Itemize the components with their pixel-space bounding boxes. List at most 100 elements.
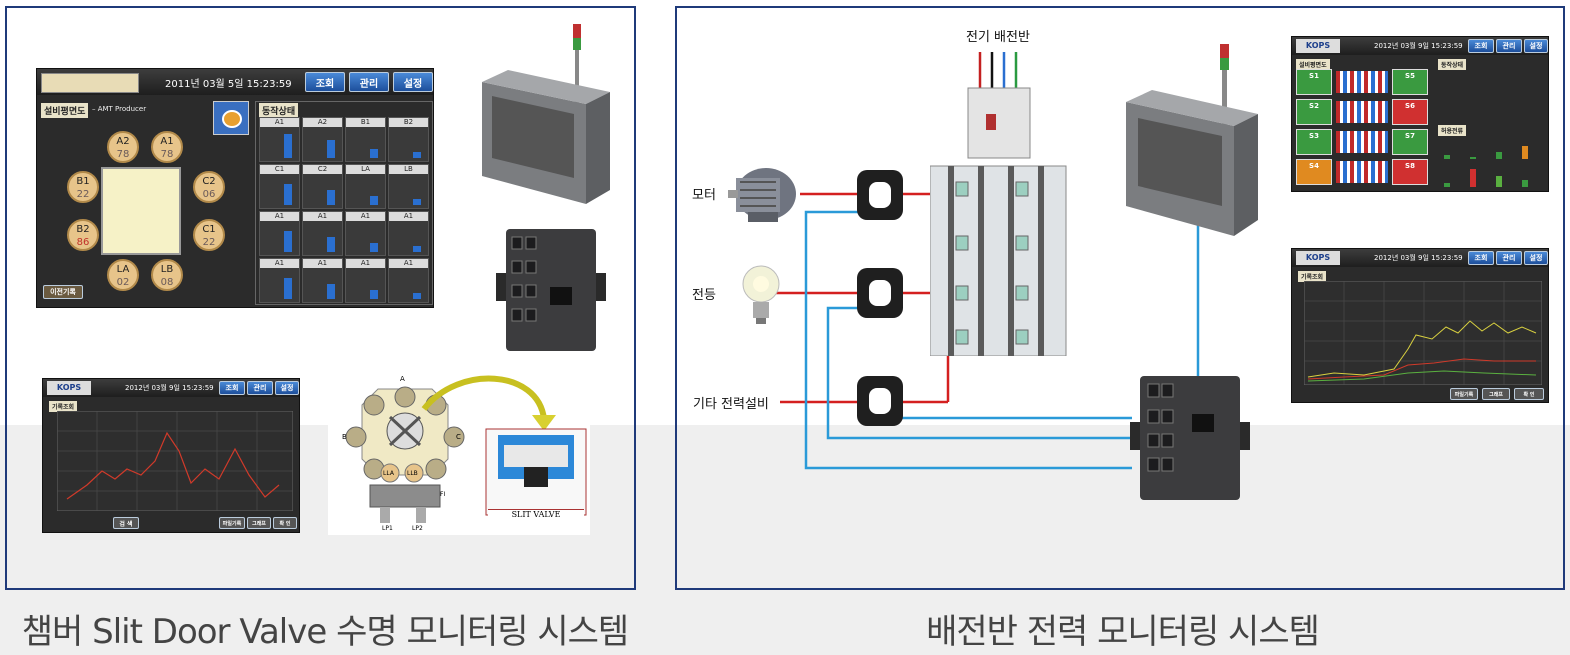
status-level-bar bbox=[284, 231, 292, 252]
file-record-button[interactable]: 파일기록 bbox=[219, 517, 245, 529]
motor-icon bbox=[728, 160, 800, 226]
chamber-name: C1 bbox=[202, 224, 216, 235]
ct-sensor-3 bbox=[857, 376, 903, 426]
history-series bbox=[66, 431, 280, 500]
file-record-button[interactable]: 파일기록 bbox=[1450, 388, 1478, 400]
status-level-bar bbox=[413, 246, 421, 252]
valve-diagram: A B C LLA LLB FI LP1 LP2 SLIT VALVE bbox=[328, 375, 590, 535]
manage-button[interactable]: 관리 bbox=[349, 72, 389, 92]
slot-s1[interactable]: S1 bbox=[1296, 69, 1332, 95]
settings-button[interactable]: 설정 bbox=[1524, 39, 1548, 53]
status-level-bar bbox=[370, 243, 378, 252]
chamber-count: 78 bbox=[160, 149, 174, 160]
query-button[interactable]: 조회 bbox=[219, 381, 245, 395]
settings-button[interactable]: 설정 bbox=[1524, 251, 1548, 265]
breaker-panel-image bbox=[929, 86, 1070, 357]
producer-label: – AMT Producer bbox=[92, 105, 147, 113]
ct-sensor-2 bbox=[857, 268, 903, 318]
status-title: 동작상태 bbox=[1438, 59, 1467, 70]
slot-s4[interactable]: S4 bbox=[1296, 159, 1332, 185]
valve-label-c: C bbox=[456, 433, 461, 441]
slot-s3[interactable]: S3 bbox=[1296, 129, 1332, 155]
current-level-bar bbox=[1522, 146, 1528, 159]
load-label-motor: 모터 bbox=[692, 188, 716, 203]
chamber-count: 86 bbox=[76, 237, 90, 248]
status-cell: A1 bbox=[302, 258, 343, 303]
chamber-name: A1 bbox=[160, 136, 174, 147]
status-cell-label: A1 bbox=[260, 118, 299, 127]
chamber-map bbox=[101, 167, 181, 255]
ct-sensor-1 bbox=[857, 170, 903, 220]
valve-label-lla: LLA bbox=[383, 470, 394, 477]
slot-s6[interactable]: S6 bbox=[1392, 99, 1428, 125]
status-cell: A1 bbox=[302, 211, 343, 256]
current-level-bar bbox=[1496, 152, 1502, 159]
search-button[interactable]: 검 색 bbox=[113, 517, 139, 529]
load-label-other: 기타 전력설비 bbox=[693, 397, 769, 412]
bus-diagram bbox=[1336, 131, 1388, 153]
current-title: 허용전류 bbox=[1438, 125, 1467, 136]
manage-button[interactable]: 관리 bbox=[1496, 39, 1522, 53]
history-tab[interactable]: 기록조회 bbox=[1298, 271, 1327, 282]
status-cell: A1 bbox=[345, 211, 386, 256]
slot-s7[interactable]: S7 bbox=[1392, 129, 1428, 155]
confirm-button[interactable]: 확 인 bbox=[273, 517, 297, 529]
valve-label-lp1: LP1 bbox=[382, 525, 393, 532]
chamber-name: B2 bbox=[76, 224, 90, 235]
layout-title: 설비평면도 bbox=[41, 103, 89, 118]
status-cell: A1 bbox=[388, 258, 429, 303]
slot-s8[interactable]: S8 bbox=[1392, 159, 1428, 185]
status-cell: A2 bbox=[302, 117, 343, 162]
current-level-bar bbox=[1444, 155, 1450, 159]
status-title: 동작상태 bbox=[259, 103, 299, 118]
status-cell: LB bbox=[388, 164, 429, 209]
right-panel bbox=[675, 6, 1565, 590]
query-button[interactable]: 조회 bbox=[305, 72, 345, 92]
query-button[interactable]: 조회 bbox=[1468, 251, 1494, 265]
status-cell-label: A1 bbox=[303, 212, 342, 221]
status-cell-label: B1 bbox=[346, 118, 385, 127]
history-button[interactable]: 이전기록 bbox=[43, 285, 83, 299]
history-tab[interactable]: 기록조회 bbox=[49, 401, 78, 412]
manage-button[interactable]: 관리 bbox=[1496, 251, 1522, 265]
left-caption: 챔버 Slit Door Valve 수명 모니터링 시스템 bbox=[21, 612, 629, 652]
slot-s2[interactable]: S2 bbox=[1296, 99, 1332, 125]
graph-button[interactable]: 그래프 bbox=[247, 517, 271, 529]
valve-label-a: A bbox=[400, 375, 405, 383]
status-cell-label: A2 bbox=[303, 118, 342, 127]
confirm-button[interactable]: 확 인 bbox=[1514, 388, 1544, 400]
status-level-bar bbox=[370, 149, 378, 158]
query-button[interactable]: 조회 bbox=[1468, 39, 1494, 53]
status-area bbox=[255, 101, 433, 305]
manage-button[interactable]: 관리 bbox=[247, 381, 273, 395]
graph-button[interactable]: 그래프 bbox=[1482, 388, 1510, 400]
slot-s5[interactable]: S5 bbox=[1392, 69, 1428, 95]
status-cell-label: A1 bbox=[260, 259, 299, 268]
valve-label-fi: FI bbox=[440, 491, 446, 498]
hmi-power-status-screen: KOPS 2012년 03월 9일 15:23:59 조회 관리 설정 설비평면… bbox=[1291, 36, 1549, 192]
current-level-bar bbox=[1470, 169, 1476, 187]
settings-button[interactable]: 설정 bbox=[393, 72, 433, 92]
series-yellow bbox=[1307, 320, 1537, 378]
status-cell-label: C2 bbox=[303, 165, 342, 174]
status-cell-label: B2 bbox=[389, 118, 428, 127]
chamber-count: 22 bbox=[76, 189, 90, 200]
series-green bbox=[1307, 370, 1537, 382]
status-cell: A1 bbox=[345, 258, 386, 303]
right-caption: 배전반 전력 모니터링 시스템 bbox=[926, 612, 1320, 652]
valve-label-lp2: LP2 bbox=[412, 525, 423, 532]
bus-diagram bbox=[1336, 71, 1388, 93]
status-level-bar bbox=[327, 284, 335, 299]
status-level-bar bbox=[413, 152, 421, 158]
series-red bbox=[1307, 358, 1536, 380]
status-cell-label: C1 bbox=[260, 165, 299, 174]
settings-button[interactable]: 설정 bbox=[275, 381, 299, 395]
